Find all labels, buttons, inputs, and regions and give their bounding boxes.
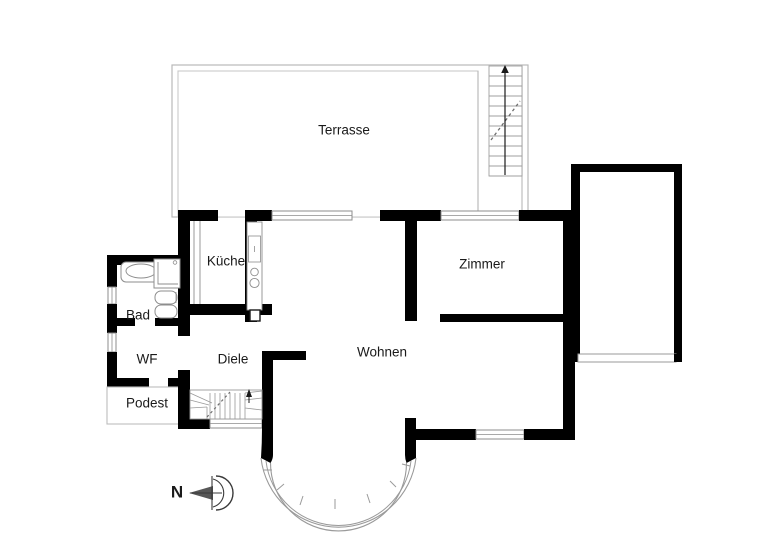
wall-bad-wf-right [155,318,185,326]
room-label-bad: Bad [126,308,150,323]
room-label-zimmer: Zimmer [459,257,505,272]
exterior-stair-terrace [488,65,523,177]
wall-wf-bottom-right [168,378,187,387]
room-label-diele: Diele [218,352,249,367]
compass-needle-head [189,486,213,500]
wall-diele-bottom-right [262,418,273,429]
wall-bottom-2 [524,429,575,440]
wall-v-diele-left [178,370,190,428]
interior-stair-diele [189,389,263,420]
compass-rose: N [171,475,234,511]
compass-north-label: N [171,482,183,501]
balcony-right [571,164,682,363]
sink-bowl-2 [249,277,260,289]
wall-bad-wf-left [107,318,135,326]
kitchen-counter [246,221,263,311]
building-walls [106,210,580,532]
wall-diele-right [262,351,273,428]
toilet [154,290,178,305]
wall-left-1 [107,255,117,287]
wall-v-kueche-left-b [178,318,190,336]
room-label-wohnen: Wohnen [357,345,407,360]
room-labels: Terrasse Küche Bad WF Podest Diele Wohne… [126,123,505,411]
wall-top-2 [245,210,272,221]
wall-bad-top [107,255,183,265]
wall-diele-bottom-left [178,418,210,429]
kueche-door-lines [193,221,201,312]
wall-top-1 [182,210,218,221]
compass-arc-inner [212,478,225,508]
room-label-kueche: Küche [207,254,245,269]
stair-up-arrowhead [501,65,509,73]
bathroom-fixtures [120,258,181,319]
wall-wf-bottom-left [107,378,149,387]
bidet [154,304,178,319]
wall-v-kueche-left [178,210,190,318]
room-label-terrasse: Terrasse [318,123,370,138]
kitchen-door-jamb [249,309,261,322]
compass-arc-outer [215,475,234,511]
kitchen-fixtures [246,221,263,322]
room-label-wf: WF [137,352,158,367]
wall-kueche-bottom-2 [216,304,272,315]
wall-zimmer-bottom [440,314,572,322]
room-label-podest: Podest [126,396,168,411]
wall-bottom-1 [416,429,476,440]
wall-right-2 [563,354,575,440]
wall-kueche-bottom-1 [190,304,216,315]
wall-v-zimmer-left-stub [405,313,417,321]
wall-right-1 [563,210,575,362]
wall-top-4 [519,210,580,221]
interior-stair-up-arrowhead [246,389,252,397]
bay-window-erker [260,428,417,532]
terrace-area [171,64,529,218]
sink-bowl-1 [250,267,259,277]
wall-v-zimmer-left [405,210,417,320]
wall-diele-right-stub [262,351,306,360]
wall-left-3 [107,352,117,386]
interior-stair-break-line [206,391,231,418]
